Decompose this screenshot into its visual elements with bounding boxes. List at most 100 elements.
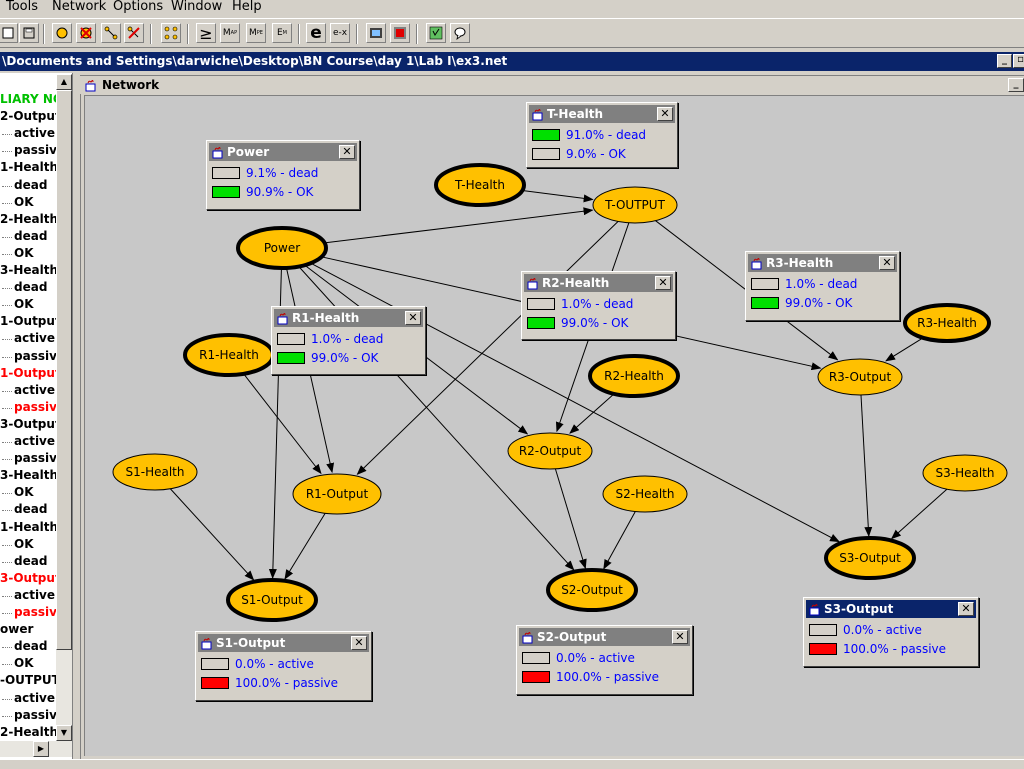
minimize-button[interactable]: _ [997, 54, 1012, 68]
node-shape[interactable] [226, 578, 318, 622]
edge-power-to-t-output[interactable] [324, 207, 594, 244]
monitor-title-bar[interactable]: T-Health✕ [529, 105, 675, 123]
monitor-title-bar[interactable]: R2-Health✕ [524, 274, 673, 292]
record-icon[interactable] [390, 23, 410, 43]
tree-variable-item[interactable]: 1-Output [0, 314, 61, 329]
tree-variable-item[interactable]: 1-Health [0, 160, 59, 175]
tree-variable-item[interactable]: 2-Health [0, 211, 59, 226]
node-power[interactable]: Power [236, 226, 328, 270]
edge-r1-health-to-r1-output[interactable] [243, 373, 322, 475]
node-r3-output[interactable]: R3-Output [817, 358, 903, 396]
tree-state-item[interactable]: active [14, 587, 56, 602]
tree-state-item[interactable]: passiv [14, 451, 57, 466]
node-shape[interactable] [922, 454, 1008, 492]
network-minimize-button[interactable]: _ [1008, 78, 1024, 92]
tree-state-item[interactable]: passiv [14, 143, 57, 158]
close-icon[interactable]: ✕ [958, 602, 974, 616]
node-shape[interactable] [292, 473, 382, 515]
monitor-title-bar[interactable]: R1-Health✕ [274, 309, 423, 327]
tree-vertical-scrollbar[interactable]: ▲ ▼ [56, 74, 72, 741]
edge-r2-output-to-s2-output[interactable] [554, 468, 587, 570]
edge-s2-health-to-s2-output[interactable] [603, 511, 636, 570]
node-s2-output[interactable]: S2-Output [546, 568, 638, 612]
edge-s1-health-to-s1-output[interactable] [169, 488, 255, 581]
close-icon[interactable]: ✕ [655, 276, 671, 290]
tree-variable-item[interactable]: 2-Health [0, 724, 59, 739]
close-icon[interactable]: ✕ [672, 630, 688, 644]
scroll-down-button[interactable]: ▼ [56, 725, 72, 741]
node-shape[interactable] [434, 163, 526, 207]
tree-state-item[interactable]: dead [14, 502, 48, 517]
tree-state-item[interactable]: OK [14, 485, 34, 500]
save-icon[interactable] [19, 23, 39, 43]
edge-r3-health-to-r3-output[interactable] [885, 337, 924, 362]
node-shape[interactable] [817, 358, 903, 396]
edge-t-health-to-t-output[interactable] [522, 189, 594, 203]
tree-state-item[interactable]: dead [14, 177, 48, 192]
tree-state-item[interactable]: OK [14, 245, 34, 260]
node-r3-health[interactable]: R3-Health [903, 303, 991, 343]
node-t-output[interactable]: T-OUTPUT [592, 186, 678, 224]
edge-r1-output-to-s1-output[interactable] [284, 513, 326, 580]
tree-variable-item[interactable]: -OUTPUT [0, 673, 60, 688]
scroll-thumb[interactable] [56, 90, 72, 650]
tree-variable-item[interactable]: 3-Output [0, 570, 61, 585]
restore-button[interactable]: ▫ [1013, 54, 1024, 68]
tree-variable-item[interactable]: 3-Health [0, 263, 59, 277]
tree-state-item[interactable]: active [14, 690, 56, 705]
node-r2-output[interactable]: R2-Output [507, 432, 593, 470]
node-r1-output[interactable]: R1-Output [292, 473, 382, 515]
node-shape[interactable] [112, 453, 198, 491]
close-icon[interactable]: ✕ [339, 145, 355, 159]
tree-state-item[interactable]: passiv [14, 399, 57, 414]
tree-state-item[interactable]: active [14, 126, 56, 141]
scroll-up-button[interactable]: ▲ [56, 74, 72, 90]
tree-variable-item[interactable]: 1-Health [0, 519, 59, 534]
tree-state-item[interactable]: OK [14, 194, 34, 209]
tree-state-item[interactable]: passiv [14, 605, 57, 619]
delete-edge-icon[interactable] [124, 23, 144, 43]
menu-network[interactable]: Network [52, 0, 107, 14]
node-r2-health[interactable]: R2-Health [588, 354, 680, 398]
query-icon[interactable] [426, 23, 446, 43]
node-shape[interactable] [602, 475, 688, 513]
layout-icon[interactable] [161, 23, 181, 43]
tree-state-item[interactable]: OK [14, 656, 34, 671]
monitor-title-bar[interactable]: Power✕ [209, 143, 357, 161]
tree-state-item[interactable]: dead [14, 280, 48, 295]
node-tool-icon[interactable] [52, 23, 72, 43]
node-shape[interactable] [546, 568, 638, 612]
menu-help[interactable]: Help [232, 0, 262, 14]
tree-variable-item[interactable]: 3-Output [0, 416, 61, 431]
scroll-right-button[interactable]: ▶ [33, 741, 49, 757]
tree-state-item[interactable]: active [14, 331, 56, 346]
node-s3-health[interactable]: S3-Health [922, 454, 1008, 492]
e-x-icon[interactable]: e-x [330, 23, 350, 43]
tree-state-item[interactable]: OK [14, 297, 34, 312]
tree-state-item[interactable]: active [14, 382, 56, 397]
menu-tools[interactable]: Tools [6, 0, 39, 14]
tree-variable-item[interactable]: 3-Health [0, 468, 59, 483]
tree-state-item[interactable]: dead [14, 639, 48, 654]
monitor-title-bar[interactable]: S3-Output✕ [806, 600, 976, 618]
close-icon[interactable]: ✕ [351, 636, 367, 650]
tree-state-item[interactable]: dead [14, 553, 48, 568]
monitor-title-bar[interactable]: R3-Health✕ [748, 254, 897, 272]
tree-variable-item[interactable]: 2-Output [0, 109, 61, 124]
help-bubble-icon[interactable] [450, 23, 470, 43]
tree-variable-item[interactable]: ower [0, 622, 34, 637]
node-shape[interactable] [236, 226, 328, 270]
delete-node-icon[interactable] [76, 23, 96, 43]
geq-icon[interactable]: ≥ [196, 23, 216, 43]
close-icon[interactable]: ✕ [879, 256, 895, 270]
